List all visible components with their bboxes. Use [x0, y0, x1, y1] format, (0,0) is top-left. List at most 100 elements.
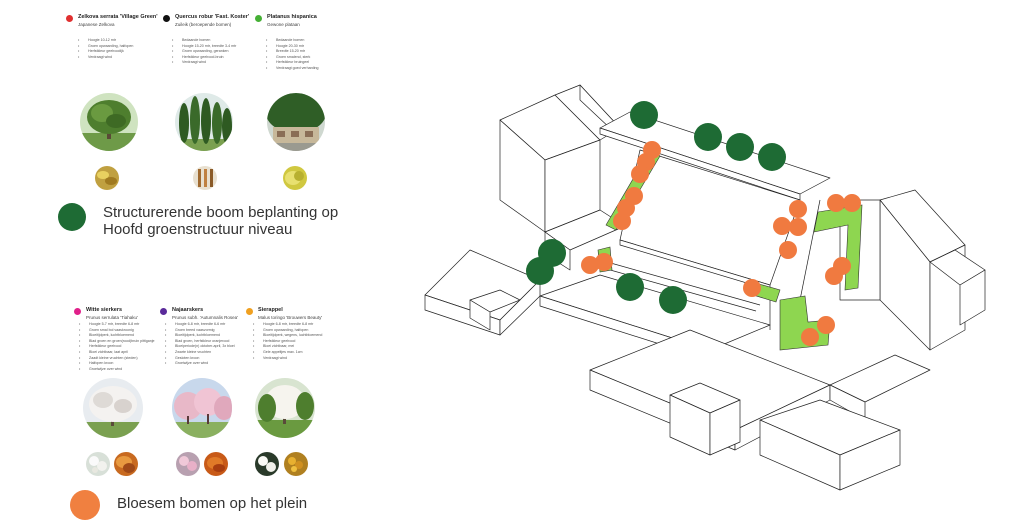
blossom-tree-marker [779, 241, 797, 259]
list-item: Bloeitijdperk, wegens, luchtbloemend [253, 333, 322, 339]
tree-color-dot [246, 308, 253, 315]
list-item: Bloeitijdperk, luchtbloemend [165, 333, 235, 339]
list-item: Hoogte 6-8 mtr, breedte 6-6 mtr [165, 322, 235, 328]
blossom-tree-marker [801, 328, 819, 346]
list-item: Groeiwijze over wind [165, 361, 235, 367]
list-item: Herfstkleur geelroodijk [78, 49, 133, 55]
blossom-tree-marker [631, 165, 649, 183]
sierappel-blossom-thumb [255, 452, 279, 476]
structure-tree-marker [726, 133, 754, 161]
building-bottom-step-front [469, 299, 491, 331]
blossom-tree-marker [743, 279, 761, 297]
blossom-tree-marker [827, 194, 845, 212]
building-bottom-far-side [839, 429, 901, 491]
tree-common-name: Japanese Zelkova [78, 22, 115, 27]
tree-common-name: Zuileik (beroepende bomen) [175, 22, 232, 27]
tree-name: Najaarskers [172, 307, 204, 313]
list-item: Groen smalend, sterk [266, 55, 319, 61]
list-item: Herfstkleur geelrood [253, 339, 322, 345]
list-item: Groen breed vaasvormig [165, 328, 235, 334]
list-item: Hoogte 5-7 mtr, breedte 6-8 mtr [79, 322, 155, 328]
list-item: Herfstkleur bruingeel [266, 60, 319, 66]
blossom-tree-marker [789, 200, 807, 218]
tree-name: Zelkova serrata 'Village Green' [78, 14, 158, 20]
platanus-leaf-thumb [283, 166, 307, 190]
platanus-tree-photo [267, 93, 325, 151]
blossom-tree-marker [817, 316, 835, 334]
witte-sierkers-autumn-thumb [114, 452, 138, 476]
list-item: Gesloten kroon [165, 356, 235, 362]
list-item: Blad groen, herfstkleur oranjerood [165, 339, 235, 345]
tree-name: Sierappel [258, 307, 283, 313]
structure-tree-marker [659, 286, 687, 314]
list-item: Groeiwijze over wind [79, 367, 155, 373]
tree-color-dot [74, 308, 81, 315]
list-item: Hoogte 20-30 mtr [266, 44, 319, 50]
blossom-tree-legend-label: Bloesem bomen op het plein [117, 495, 308, 512]
structure-tree-legend-line2: Hoofd groenstructuur niveau [103, 221, 293, 238]
structure-tree-marker [630, 101, 658, 129]
plaza-path [799, 199, 821, 301]
tree-color-dot [255, 15, 262, 22]
najaarskers-photo [172, 378, 232, 438]
blossom-tree-marker [581, 256, 599, 274]
sierappel-fruit-thumb [284, 452, 308, 476]
tree-name: Quercus robur 'Fast. Koster' [175, 14, 250, 20]
quercus-leaf-thumb [193, 166, 217, 190]
najaarskers-blossom-thumb [176, 452, 200, 476]
structure-tree-marker [616, 273, 644, 301]
list-item: Groen opwaarding, halfopen [253, 328, 322, 334]
list-item: Groen opwaarding, geranken [172, 49, 236, 55]
structure-tree-marker [694, 123, 722, 151]
tree-common-name: Prunus subh. 'Autumnalis Rosea' [172, 315, 239, 320]
tree-properties-quercus: Bedaande bomen Hoogte 15-20 mtr, breedte… [172, 38, 236, 66]
najaarskers-autumn-thumb [204, 452, 228, 476]
blossom-tree-marker [595, 253, 613, 271]
structure-tree-marker [758, 143, 786, 171]
tree-common-name: Malus toringo 'Brouwers Beauty' [258, 315, 323, 320]
list-item: Herfstkleur geelrood-bruin [172, 55, 236, 61]
list-item: Verdraagt goed verharding [266, 66, 319, 72]
list-item: Herfstkleur geelrood [79, 344, 155, 350]
list-item: Halfopen kroon [79, 361, 155, 367]
blossom-tree-legend-dot [70, 490, 100, 520]
list-item: Zwarte kleine vruchten [165, 350, 235, 356]
tree-properties-zelkova: Hoogte 10-12 mtr Groen opwaarding, halfo… [78, 38, 133, 60]
tree-name: Platanus hispanica [267, 14, 317, 20]
list-item: Groen smal bol vaaskroonig [79, 328, 155, 334]
building-bottom-right-tower-side [709, 399, 741, 456]
blossom-tree-marker [825, 267, 843, 285]
tree-properties-witte-sierkers: Hoogte 5-7 mtr, breedte 6-8 mtr Groen sm… [79, 322, 155, 372]
list-item: Bedaande bomen [266, 38, 319, 44]
tree-common-name: Prunus serrulata 'Tiahaku' [86, 315, 138, 320]
blossom-tree-marker [773, 217, 791, 235]
list-item: Gele appeltjes max. 1cm [253, 350, 322, 356]
sierappel-photo [255, 378, 315, 438]
list-item: Hoogte 15-20 mtr, breedte 3-4 mtr [172, 44, 236, 50]
zelkova-tree-photo [80, 93, 138, 151]
list-item: Verdraagt wind [78, 55, 133, 61]
zelkova-leaf-thumb [95, 166, 119, 190]
list-item: Bloei zichtbaar, mei [253, 344, 322, 350]
quercus-tree-photo [175, 93, 233, 151]
witte-sierkers-blossom-thumb [86, 452, 110, 476]
structure-tree-legend-dot [58, 203, 86, 231]
structure-tree-marker [526, 257, 554, 285]
tree-properties-platanus: Bedaande bomen Hoogte 20-30 mtr Breedte … [266, 38, 319, 72]
blossom-tree-marker [843, 194, 861, 212]
blossom-tree-marker [789, 218, 807, 236]
list-item: Breedte 15-20 mtr [266, 49, 319, 55]
witte-sierkers-photo [83, 378, 143, 438]
list-item: Bedaande bomen [172, 38, 236, 44]
list-item: Hoogte 10-12 mtr [78, 38, 133, 44]
list-item: Bloeitijdperk, luchtbloemend [79, 333, 155, 339]
list-item: Hoogte 6-8 mtr, breedte 6-8 mtr [253, 322, 322, 328]
list-item: Groen opwaarding, halfopen [78, 44, 133, 50]
tree-color-dot [66, 15, 73, 22]
plaza-path [599, 259, 761, 306]
tree-properties-sierappel: Hoogte 6-8 mtr, breedte 6-8 mtr Groen op… [253, 322, 322, 361]
tree-color-dot [163, 15, 170, 22]
list-item: Verdraagt wind [172, 60, 236, 66]
list-item: Bloei zichtbaar, laat april [79, 350, 155, 356]
